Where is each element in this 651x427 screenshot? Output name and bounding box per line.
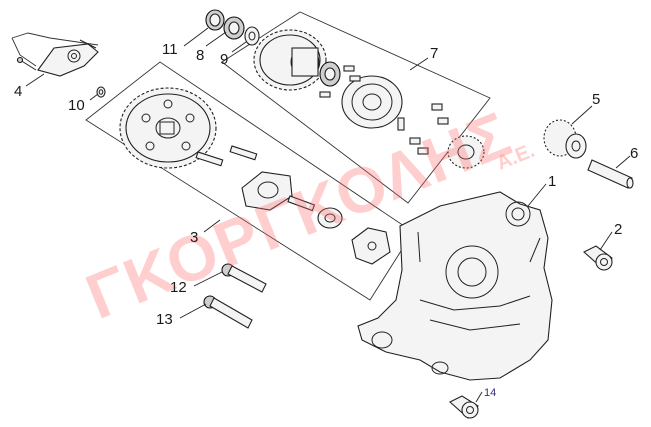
callout-12: 12 <box>170 279 187 296</box>
part-12-bolt <box>221 263 267 293</box>
callout-1: 1 <box>548 173 556 190</box>
part-8-bearing <box>223 16 245 40</box>
leader-10 <box>89 93 99 101</box>
callout-9: 9 <box>220 51 228 68</box>
callout-4: 4 <box>14 83 22 100</box>
callout-5: 5 <box>592 91 600 108</box>
leader-9 <box>231 41 247 53</box>
callout-8: 8 <box>196 47 204 64</box>
callout-6: 6 <box>630 145 638 162</box>
group-frame-4-b <box>11 37 37 67</box>
part-6-shaft <box>587 159 634 189</box>
part-7-needle-bearing <box>319 61 341 87</box>
part-13-bolt <box>203 295 253 329</box>
part-14-bush <box>449 395 479 419</box>
part-3-oil-pump <box>241 171 391 265</box>
part-7-driven-gear <box>253 29 327 91</box>
part-4-bracket <box>16 39 99 77</box>
leader-1 <box>527 183 547 207</box>
part-5-idle-gear <box>543 119 587 159</box>
group-frame-7 <box>221 11 491 204</box>
callout-13: 13 <box>156 311 173 328</box>
leader-12 <box>193 271 223 287</box>
leader-6 <box>615 155 631 169</box>
callout-2: 2 <box>614 221 622 238</box>
callout-10: 10 <box>68 97 85 114</box>
part-3-pins <box>195 145 258 167</box>
leader-5 <box>571 105 593 125</box>
callout-7: 7 <box>430 45 438 62</box>
callout-14: 14 <box>484 387 496 399</box>
part-1-crankcase <box>357 191 553 381</box>
leader-8 <box>205 31 227 47</box>
leader-3 <box>203 219 221 233</box>
leader-14 <box>475 391 483 403</box>
leader-13 <box>179 303 207 319</box>
part-11-seal <box>205 9 225 31</box>
leader-11 <box>183 27 209 47</box>
callout-3: 3 <box>190 229 198 246</box>
part-10-washer <box>96 86 106 98</box>
leader-4 <box>25 73 45 87</box>
part-7-small-gear <box>447 135 485 169</box>
part-2-bush <box>583 245 613 271</box>
leader-7 <box>409 57 429 71</box>
part-7-clutch-body <box>341 75 403 129</box>
callout-11: 11 <box>162 41 178 58</box>
part-3-large-gear <box>119 87 217 169</box>
leader-2 <box>599 231 613 251</box>
part-9-washer <box>244 26 260 46</box>
part-7-rollers <box>319 65 449 155</box>
group-frame-4 <box>11 32 99 46</box>
